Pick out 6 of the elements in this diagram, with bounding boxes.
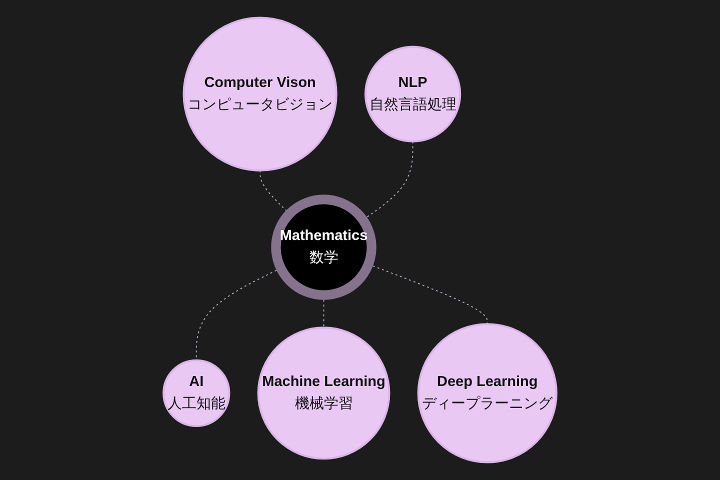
node-circle: Machine Learning 機械学習 [257,326,390,460]
node-circle: AI 人工知能 [162,359,230,427]
node-circle: NLP 自然言語処理 [364,46,462,142]
node-circle: Computer Vison コンピュータビジョン [182,16,338,172]
node-circle: Mathematics 数学 [271,194,376,300]
node-circle: Deep Learning ディープラーニング [417,323,558,464]
